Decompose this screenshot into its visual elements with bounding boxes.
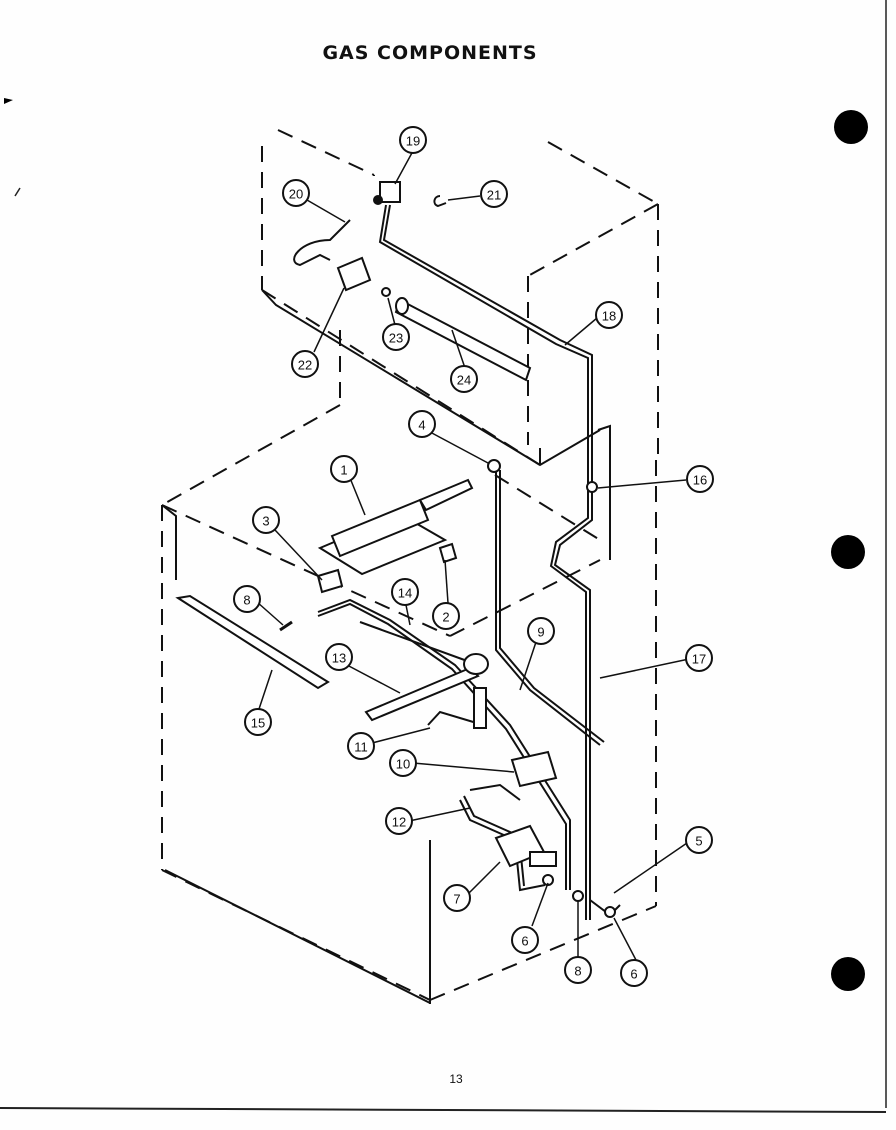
lower-cabinet-outline bbox=[161, 404, 657, 1004]
regulator-7-part bbox=[494, 824, 557, 868]
page-number: 13 bbox=[449, 1072, 463, 1086]
fitting-16-part bbox=[586, 481, 598, 493]
cabinet-panels bbox=[161, 504, 431, 1004]
callout-circle bbox=[595, 301, 623, 329]
clip-21-part bbox=[433, 195, 447, 208]
callout-circle bbox=[389, 749, 417, 777]
upper-cabinet-shelf bbox=[261, 289, 611, 560]
callout-number: 6 bbox=[521, 934, 528, 949]
callout-number: 22 bbox=[298, 358, 312, 373]
callout-number: 9 bbox=[537, 625, 544, 640]
screw-8-part bbox=[279, 620, 293, 632]
callout-number: 5 bbox=[695, 834, 702, 849]
binder-hole-bottom bbox=[831, 957, 865, 991]
clip-2-part bbox=[438, 542, 458, 564]
callout-number: 18 bbox=[602, 309, 616, 324]
wire-20-part bbox=[293, 219, 351, 267]
callout-circle bbox=[408, 410, 436, 438]
callout-circle bbox=[432, 602, 460, 630]
callout-number: 16 bbox=[693, 473, 707, 488]
callout-circle bbox=[450, 365, 478, 393]
fitting-4-part bbox=[487, 459, 501, 473]
callout-number: 8 bbox=[574, 964, 581, 979]
callout-number: 23 bbox=[389, 331, 403, 346]
callout-number: 20 bbox=[289, 187, 303, 202]
callout-number: 12 bbox=[392, 815, 406, 830]
callout-circle bbox=[347, 732, 375, 760]
callout-number: 4 bbox=[418, 418, 425, 433]
callout-circle bbox=[330, 455, 358, 483]
page-border-bottom bbox=[0, 1107, 887, 1113]
callout-circle bbox=[382, 323, 410, 351]
fitting-8-part bbox=[572, 890, 584, 902]
callout-circle bbox=[480, 180, 508, 208]
callout-circle bbox=[564, 956, 592, 984]
callout-number: 14 bbox=[398, 586, 412, 601]
deflector-15-part bbox=[175, 594, 330, 690]
rod-14-part bbox=[359, 621, 471, 663]
burner-box-1-part bbox=[317, 478, 474, 576]
edge-mark bbox=[4, 98, 13, 104]
callout-circle bbox=[391, 578, 419, 606]
callout-circle bbox=[685, 826, 713, 854]
callout-circle bbox=[685, 644, 713, 672]
gas-valve-19-part bbox=[373, 181, 401, 205]
pilot-tube-11-part bbox=[463, 653, 489, 729]
bracket-3-part bbox=[316, 568, 344, 594]
callout-circle bbox=[527, 617, 555, 645]
callout-number: 1 bbox=[340, 463, 347, 478]
callout-circle bbox=[325, 643, 353, 671]
callout-number: 8 bbox=[243, 593, 250, 608]
callout-circle bbox=[291, 350, 319, 378]
callout-number: 3 bbox=[262, 514, 269, 529]
broil-burner-24-part bbox=[394, 297, 532, 382]
callout-circle bbox=[282, 179, 310, 207]
callout-number: 10 bbox=[396, 757, 410, 772]
callout-circle bbox=[511, 926, 539, 954]
callout-circle bbox=[620, 959, 648, 987]
callout-number: 6 bbox=[630, 967, 637, 982]
diagram-title: GAS COMPONENTS bbox=[322, 42, 538, 64]
binder-hole-top bbox=[834, 110, 868, 144]
safety-valve-10-part bbox=[510, 750, 558, 788]
callout-number: 7 bbox=[453, 892, 460, 907]
callout-number: 15 bbox=[251, 716, 265, 731]
fitting-6b-part bbox=[604, 906, 616, 918]
callout-circle bbox=[252, 506, 280, 534]
callout-circle bbox=[233, 585, 261, 613]
callout-number: 24 bbox=[457, 373, 471, 388]
callout-circle bbox=[686, 465, 714, 493]
leader-lines bbox=[256, 150, 690, 961]
binder-hole-middle bbox=[831, 535, 865, 569]
callout-number: 17 bbox=[692, 652, 706, 667]
callout-number: 19 bbox=[406, 134, 420, 149]
igniter-box-22-part bbox=[336, 256, 372, 292]
washer-23-part bbox=[381, 287, 391, 297]
callout-number: 2 bbox=[442, 610, 449, 625]
callout-number: 11 bbox=[354, 740, 368, 755]
upper-cabinet-outline bbox=[261, 129, 659, 466]
callout-circle bbox=[399, 126, 427, 154]
callout-number: 21 bbox=[487, 188, 501, 203]
bake-burner-13-part bbox=[364, 666, 480, 722]
callout-number: 13 bbox=[332, 651, 346, 666]
edge-mark-2 bbox=[14, 187, 21, 197]
callout-circle bbox=[443, 884, 471, 912]
callout-circle bbox=[385, 807, 413, 835]
callout-circle bbox=[244, 708, 272, 736]
